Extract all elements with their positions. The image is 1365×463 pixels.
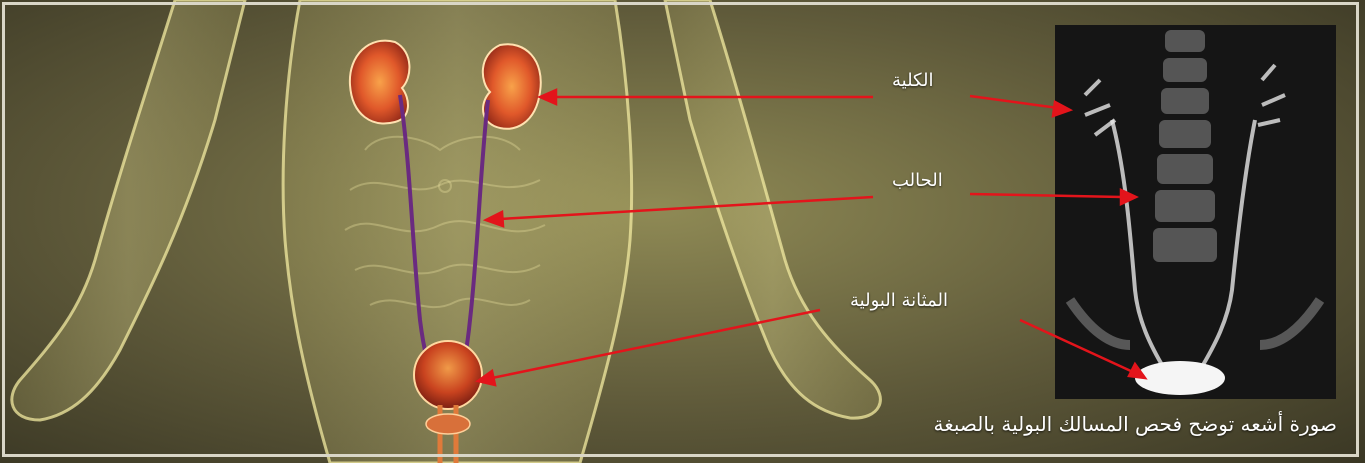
label-kidney: الكلية <box>892 70 933 91</box>
label-bladder: المثانة البولية <box>850 290 948 311</box>
label-ureter: الحالب <box>892 170 943 191</box>
xray-content <box>1055 25 1336 399</box>
caption: صورة أشعه توضح فحص المسالك البولية بالصب… <box>933 412 1337 436</box>
right-kidney <box>483 44 541 129</box>
prostate <box>426 414 470 434</box>
arrow-kidney-right <box>970 96 1058 108</box>
bladder <box>414 341 482 409</box>
